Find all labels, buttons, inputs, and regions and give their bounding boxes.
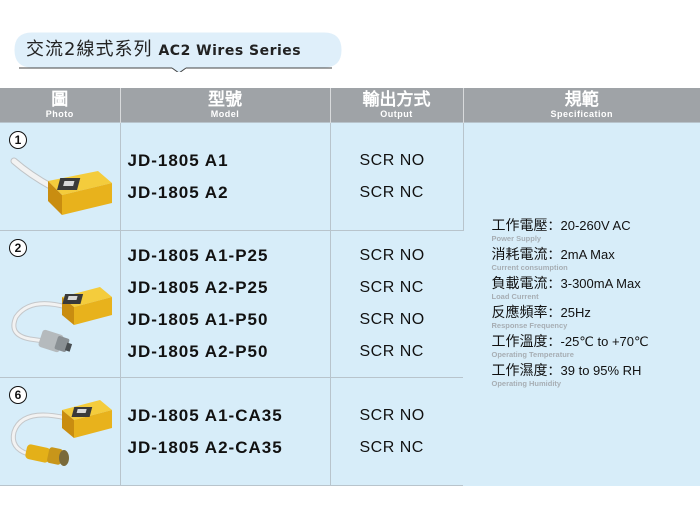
output-type: SCR NO [359, 247, 425, 264]
spec-item: 負載電流：3-300mA Max Load Current [492, 275, 700, 304]
table-row: 6 JD-1805 A1-CA35 JD-1805 A2-CA35 SCR NO… [0, 377, 700, 486]
column-header-cn: 圖 [51, 89, 69, 110]
column-header-en: Photo [45, 108, 74, 119]
spec-label-en: Operating Humidity [491, 379, 562, 389]
column-header-specification: 規範 Specification [463, 88, 700, 123]
spec-key: 負載電流 [491, 276, 548, 293]
spec-item: 消耗電流：2mA Max Current consumption [492, 246, 700, 275]
row-number-badge: 1 [9, 131, 27, 149]
section-title-cn: 交流2線式系列 [26, 39, 153, 60]
speech-bubble-icon [14, 32, 342, 72]
output-cell: SCR NO SCR NC [330, 377, 464, 486]
model-name: JD-1805 A1-CA35 [127, 405, 283, 425]
spec-item: 工作電壓：20-260V AC Power Supply [492, 217, 700, 246]
model-name: JD-1805 A2-CA35 [127, 437, 283, 457]
spec-label-en: Response Frequency [491, 321, 568, 331]
table-row: 1 JD-1805 A1 JD-1805 A2 SCR NO SCR NC [0, 122, 700, 486]
output-type: SCR NC [359, 183, 424, 201]
spec-label-en: Load Current [491, 292, 539, 302]
spec-key: 工作濕度 [491, 363, 548, 380]
column-header-en: Specification [550, 108, 613, 119]
model-cell: JD-1805 A1-P25 JD-1805 A2-P25 JD-1805 A1… [120, 230, 331, 378]
column-header-output: 輸出方式 Output [330, 88, 464, 123]
spec-label-en: Operating Temperature [491, 350, 574, 360]
specification-cell: 工作電壓：20-260V AC Power Supply 消耗電流：2mA Ma… [463, 122, 700, 486]
inductive-sensor-connector-icon [10, 400, 112, 466]
photo-cell: 1 [0, 122, 121, 231]
spec-key: 工作溫度 [491, 334, 548, 351]
model-name: JD-1805 A2-P25 [127, 278, 269, 297]
spec-item: 工作溫度：-25℃ to +70℃ Operating Temperature [492, 333, 700, 362]
inductive-sensor-plug-icon [11, 287, 112, 353]
model-name: JD-1805 A1-P25 [127, 246, 269, 265]
model-list: JD-1805 A1-P25 JD-1805 A2-P25 JD-1805 A1… [121, 240, 330, 368]
output-type: SCR NO [359, 311, 425, 328]
output-type: SCR NO [359, 151, 425, 169]
column-header-cn: 型號 [208, 89, 242, 110]
model-name: JD-1805 A1 [127, 150, 229, 170]
column-header-en: Output [380, 108, 413, 119]
output-type: SCR NC [359, 438, 424, 456]
output-list: SCR NO SCR NC [331, 145, 463, 209]
column-header-cn: 規範 [564, 89, 599, 110]
output-list: SCR NO SCR NC SCR NO SCR NC [331, 240, 464, 368]
spec-value: 2mA Max [560, 247, 615, 263]
output-type: SCR NC [359, 343, 424, 360]
spec-key: 反應頻率 [491, 305, 548, 322]
table-header-row: 圖 Photo 型號 Model 輸出方式 Output 規範 Specific… [0, 88, 700, 123]
spec-key: 工作電壓 [491, 218, 548, 235]
photo-cell: 6 [0, 377, 121, 486]
spec-value: 20-260V AC [560, 218, 631, 234]
spec-value: 3-300mA Max [560, 276, 641, 292]
model-name: JD-1805 A2-P50 [127, 342, 269, 361]
output-cell: SCR NO SCR NC SCR NO SCR NC [330, 230, 464, 378]
model-list: JD-1805 A1 JD-1805 A2 [121, 145, 330, 209]
model-cell: JD-1805 A1 JD-1805 A2 [120, 122, 331, 231]
specification-list: 工作電壓：20-260V AC Power Supply 消耗電流：2mA Ma… [464, 217, 700, 391]
section-title-bubble: 交流2線式系列 AC2 Wires Series [14, 32, 342, 72]
spec-label-en: Current consumption [491, 263, 568, 273]
spec-key: 消耗電流 [491, 247, 548, 264]
section-title: 交流2線式系列 AC2 Wires Series [26, 32, 301, 68]
row-number-badge: 2 [9, 239, 27, 257]
model-cell: JD-1805 A1-CA35 JD-1805 A2-CA35 [120, 377, 331, 486]
column-header-cn: 輸出方式 [362, 89, 431, 110]
column-header-en: Model [210, 108, 240, 119]
model-name: JD-1805 A1-P50 [127, 310, 269, 329]
spec-item: 工作濕度：39 to 95% RH Operating Humidity [492, 362, 700, 391]
spec-item: 反應頻率：25Hz Response Frequency [492, 304, 700, 333]
row-number-badge: 6 [9, 386, 27, 404]
output-type: SCR NO [359, 406, 425, 424]
output-list: SCR NO SCR NC [331, 400, 464, 464]
output-cell: SCR NO SCR NC [330, 122, 464, 231]
model-name: JD-1805 A2 [127, 182, 229, 202]
photo-cell: 2 [0, 230, 121, 378]
spec-label-en: Power Supply [491, 234, 542, 244]
product-table: 圖 Photo 型號 Model 輸出方式 Output 規範 Specific… [0, 88, 700, 486]
spec-value: 25Hz [560, 305, 591, 321]
inductive-sensor-cable-icon [10, 157, 112, 215]
model-list: JD-1805 A1-CA35 JD-1805 A2-CA35 [121, 400, 330, 464]
spec-value: 39 to 95% RH [560, 363, 642, 379]
output-type: SCR NC [359, 279, 424, 296]
column-header-model: 型號 Model [120, 88, 331, 123]
column-header-photo: 圖 Photo [0, 88, 121, 123]
table-row: 2 JD-1805 A1-P25 JD-1805 A2-P25 JD-1805 … [0, 230, 700, 378]
spec-value: -25℃ to +70℃ [560, 334, 649, 350]
section-title-en: AC2 Wires Series [158, 43, 302, 59]
